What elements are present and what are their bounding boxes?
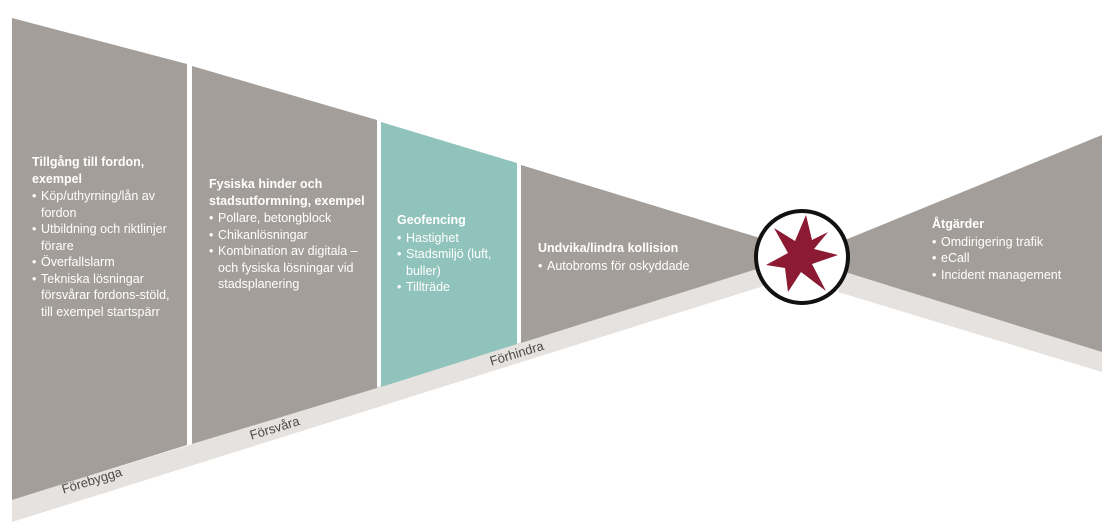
list-item: Hastighet [397, 230, 509, 247]
list-item: Stadsmiljö (luft, buller) [397, 246, 509, 279]
panel-measures-list: Omdirigering trafik eCall Incident manag… [932, 234, 1097, 284]
list-item: Överfallslarm [32, 254, 180, 271]
list-item: Köp/uthyrning/lån av fordon [32, 188, 180, 221]
panel-access-list: Köp/uthyrning/lån av fordon Utbildning o… [32, 188, 180, 320]
panel-physical-barriers-title: Fysiska hinder och stadsutformning, exem… [209, 177, 365, 208]
panel-access-text: Tillgång till fordon, exempel Köp/uthyrn… [32, 154, 180, 320]
phase-band [12, 268, 770, 522]
list-item: Omdirigering trafik [932, 234, 1097, 251]
panel-physical-barriers-text: Fysiska hinder och stadsutformning, exem… [209, 176, 369, 293]
panel-geofencing-text: Geofencing Hastighet Stadsmiljö (luft, b… [397, 212, 509, 296]
panel-access-title: Tillgång till fordon, exempel [32, 155, 145, 186]
panel-geofencing-title: Geofencing [397, 213, 466, 227]
list-item: Autobroms för oskyddade [538, 258, 738, 275]
list-item: Tekniska lösningar försvårar fordons-stö… [32, 271, 180, 321]
list-item: Tillträde [397, 279, 509, 296]
panel-measures-title: Åtgärder [932, 217, 985, 231]
consequence-band [838, 272, 1102, 372]
list-item: Kombination av digitala – och fysiska lö… [209, 243, 369, 293]
panel-avoid-collision-title: Undvika/lindra kollision [538, 241, 679, 255]
collision-burst-icon [766, 215, 838, 292]
panel-avoid-collision-list: Autobroms för oskyddade [538, 258, 738, 275]
list-item: Chikanlösningar [209, 227, 369, 244]
panel-measures-text: Åtgärder Omdirigering trafik eCall Incid… [932, 216, 1097, 283]
panel-physical-barriers-list: Pollare, betongblock Chikanlösningar Kom… [209, 210, 369, 293]
list-item: Pollare, betongblock [209, 210, 369, 227]
list-item: Incident management [932, 267, 1097, 284]
panel-avoid-collision [521, 165, 760, 343]
list-item: eCall [932, 250, 1097, 267]
panel-avoid-collision-text: Undvika/lindra kollision Autobroms för o… [538, 240, 738, 274]
panel-geofencing-list: Hastighet Stadsmiljö (luft, buller) Till… [397, 230, 509, 296]
list-item: Utbildning och riktlinjer förare [32, 221, 180, 254]
